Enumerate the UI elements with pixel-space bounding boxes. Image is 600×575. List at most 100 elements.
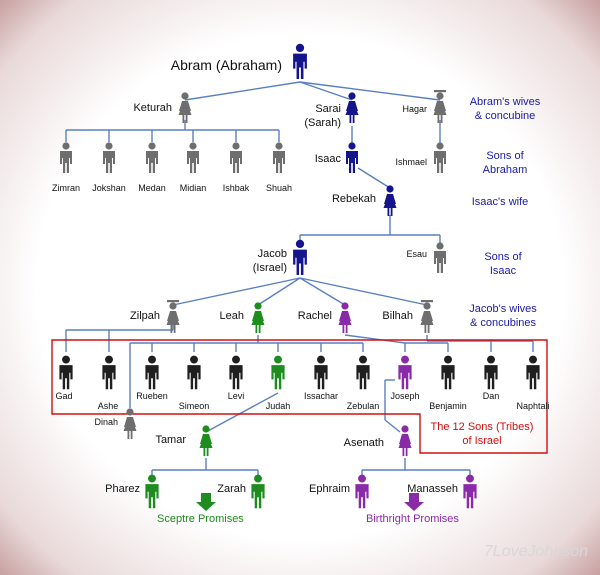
dinah-label: Dinah <box>94 417 118 427</box>
rachel-figure-icon <box>338 302 352 333</box>
zilpah-label: Zilpah <box>130 310 160 322</box>
keturah-figure-icon <box>178 92 192 123</box>
issachar-label: Issachar <box>303 391 339 401</box>
issachar-figure-icon <box>314 355 328 390</box>
zimran-label: Zimran <box>51 183 81 193</box>
asenath-figure-icon <box>398 425 412 456</box>
bilhah-figure-icon <box>420 300 434 333</box>
ashe-figure-icon <box>102 355 116 390</box>
rueben-figure-icon <box>145 355 159 390</box>
judah-figure-icon <box>271 355 285 390</box>
jacob-label-2: (Israel) <box>252 262 287 274</box>
jacob-label-1: Jacob <box>257 248 287 260</box>
ishmael-figure-icon <box>434 142 446 173</box>
bilhah-label: Bilhah <box>382 310 413 322</box>
rebekah-figure-icon <box>383 185 397 216</box>
leah-label: Leah <box>219 310 244 322</box>
isaac-wife-annotation: Isaac's wife <box>471 196 529 208</box>
abram-wives-annotation: Abram's wives & concubine <box>470 95 541 124</box>
zebulan-figure-icon <box>356 355 370 390</box>
hagar-figure-icon <box>433 90 447 123</box>
sons-of-isaac-line-2: Isaac <box>489 265 517 278</box>
esau-figure-icon <box>434 242 446 273</box>
naphtali-label: Naphtali <box>516 401 550 411</box>
pharez-figure-icon <box>145 474 159 509</box>
sons-of-abraham-annotation: Sons of Abraham <box>483 149 528 178</box>
judah-label: Judah <box>265 401 291 411</box>
shuah-label: Shuah <box>265 183 293 193</box>
abram-wives-line-1: Abram's wives <box>469 96 541 108</box>
rebekah-label: Rebekah <box>331 193 376 205</box>
sarai-label-1: Sarai <box>315 103 341 115</box>
ephraim-figure-icon <box>355 474 369 509</box>
ashe-label: Ashe <box>97 401 119 411</box>
medan-figure-icon <box>146 142 158 173</box>
rueben-label: Rueben <box>136 391 168 401</box>
jacob-wives-annotation: Jacob's wives & concubines <box>469 302 537 331</box>
naphtali-figure-icon <box>526 355 540 390</box>
watermark: 7LoveJohnson <box>483 543 588 560</box>
manasseh-label: Manasseh <box>407 483 458 495</box>
dan-figure-icon <box>484 355 498 390</box>
jokshan-label: Jokshan <box>92 183 126 193</box>
shuah-figure-icon <box>273 142 285 173</box>
joseph-label: Joseph <box>390 391 420 401</box>
benjamin-label: Benjamin <box>429 401 467 411</box>
gad-figure-icon <box>59 355 73 390</box>
isaac-label: Isaac <box>314 153 341 165</box>
leah-figure-icon <box>251 302 265 333</box>
midian-figure-icon <box>187 142 199 173</box>
ishbak-label: Ishbak <box>222 183 250 193</box>
birthright-arrow-icon <box>404 493 424 511</box>
simeon-figure-icon <box>187 355 201 390</box>
levi-figure-icon <box>229 355 243 390</box>
ishbak-figure-icon <box>230 142 242 173</box>
jacob-figure-icon <box>293 239 307 275</box>
dinah-figure-icon <box>123 408 137 439</box>
sons-of-isaac-line-1: Sons of <box>484 251 522 263</box>
birthright-promises-label: Birthright Promises <box>366 513 459 525</box>
midian-label: Midian <box>179 183 207 193</box>
rachel-label: Rachel <box>297 310 332 322</box>
dan-label: Dan <box>482 391 500 401</box>
medan-label: Medan <box>138 183 166 193</box>
tribes-box <box>51 339 548 454</box>
tribes-line-1: The 12 Sons (Tribes) <box>430 421 534 433</box>
sarai-figure-icon <box>345 92 359 123</box>
sons-of-abraham-line-1: Sons of <box>486 150 524 162</box>
ephraim-label: Ephraim <box>309 483 350 495</box>
ishmael-label: Ishmael <box>395 157 427 167</box>
esau-label: Esau <box>406 249 427 259</box>
jokshan-figure-icon <box>103 142 115 173</box>
tribes-annotation: The 12 Sons (Tribes) of Israel <box>431 420 534 449</box>
sons-of-abraham-line-2: Abraham <box>482 164 528 177</box>
joseph-figure-icon <box>398 355 412 390</box>
levi-label: Levi <box>227 391 245 401</box>
jacob-wives-line-1: Jacob's wives <box>469 303 537 315</box>
zebulan-label: Zebulan <box>346 401 380 411</box>
sceptre-promises-label: Sceptre Promises <box>157 513 244 525</box>
zarah-figure-icon <box>251 474 265 509</box>
zarah-label: Zarah <box>217 483 246 495</box>
gad-label: Gad <box>55 391 73 401</box>
tamar-label: Tamar <box>155 434 186 446</box>
manasseh-figure-icon <box>463 474 477 509</box>
sarai-label-2: (Sarah) <box>304 117 341 129</box>
zimran-figure-icon <box>60 142 72 173</box>
hagar-label: Hagar <box>402 104 427 114</box>
isaac-figure-icon <box>346 142 358 173</box>
pharez-label: Pharez <box>105 483 140 495</box>
tribes-line-2: of Israel <box>462 435 502 448</box>
abram-label: Abram (Abraham) <box>170 57 282 73</box>
connector-lines <box>65 81 534 478</box>
jacob-wives-line-2: & concubines <box>469 317 537 330</box>
asenath-label: Asenath <box>343 437 384 449</box>
sceptre-arrow-icon <box>196 493 216 511</box>
abram-figure-icon <box>293 43 307 79</box>
keturah-label: Keturah <box>133 102 172 114</box>
sons-of-isaac-annotation: Sons of Isaac <box>484 250 521 279</box>
benjamin-figure-icon <box>441 355 455 390</box>
simeon-label: Simeon <box>178 401 210 411</box>
